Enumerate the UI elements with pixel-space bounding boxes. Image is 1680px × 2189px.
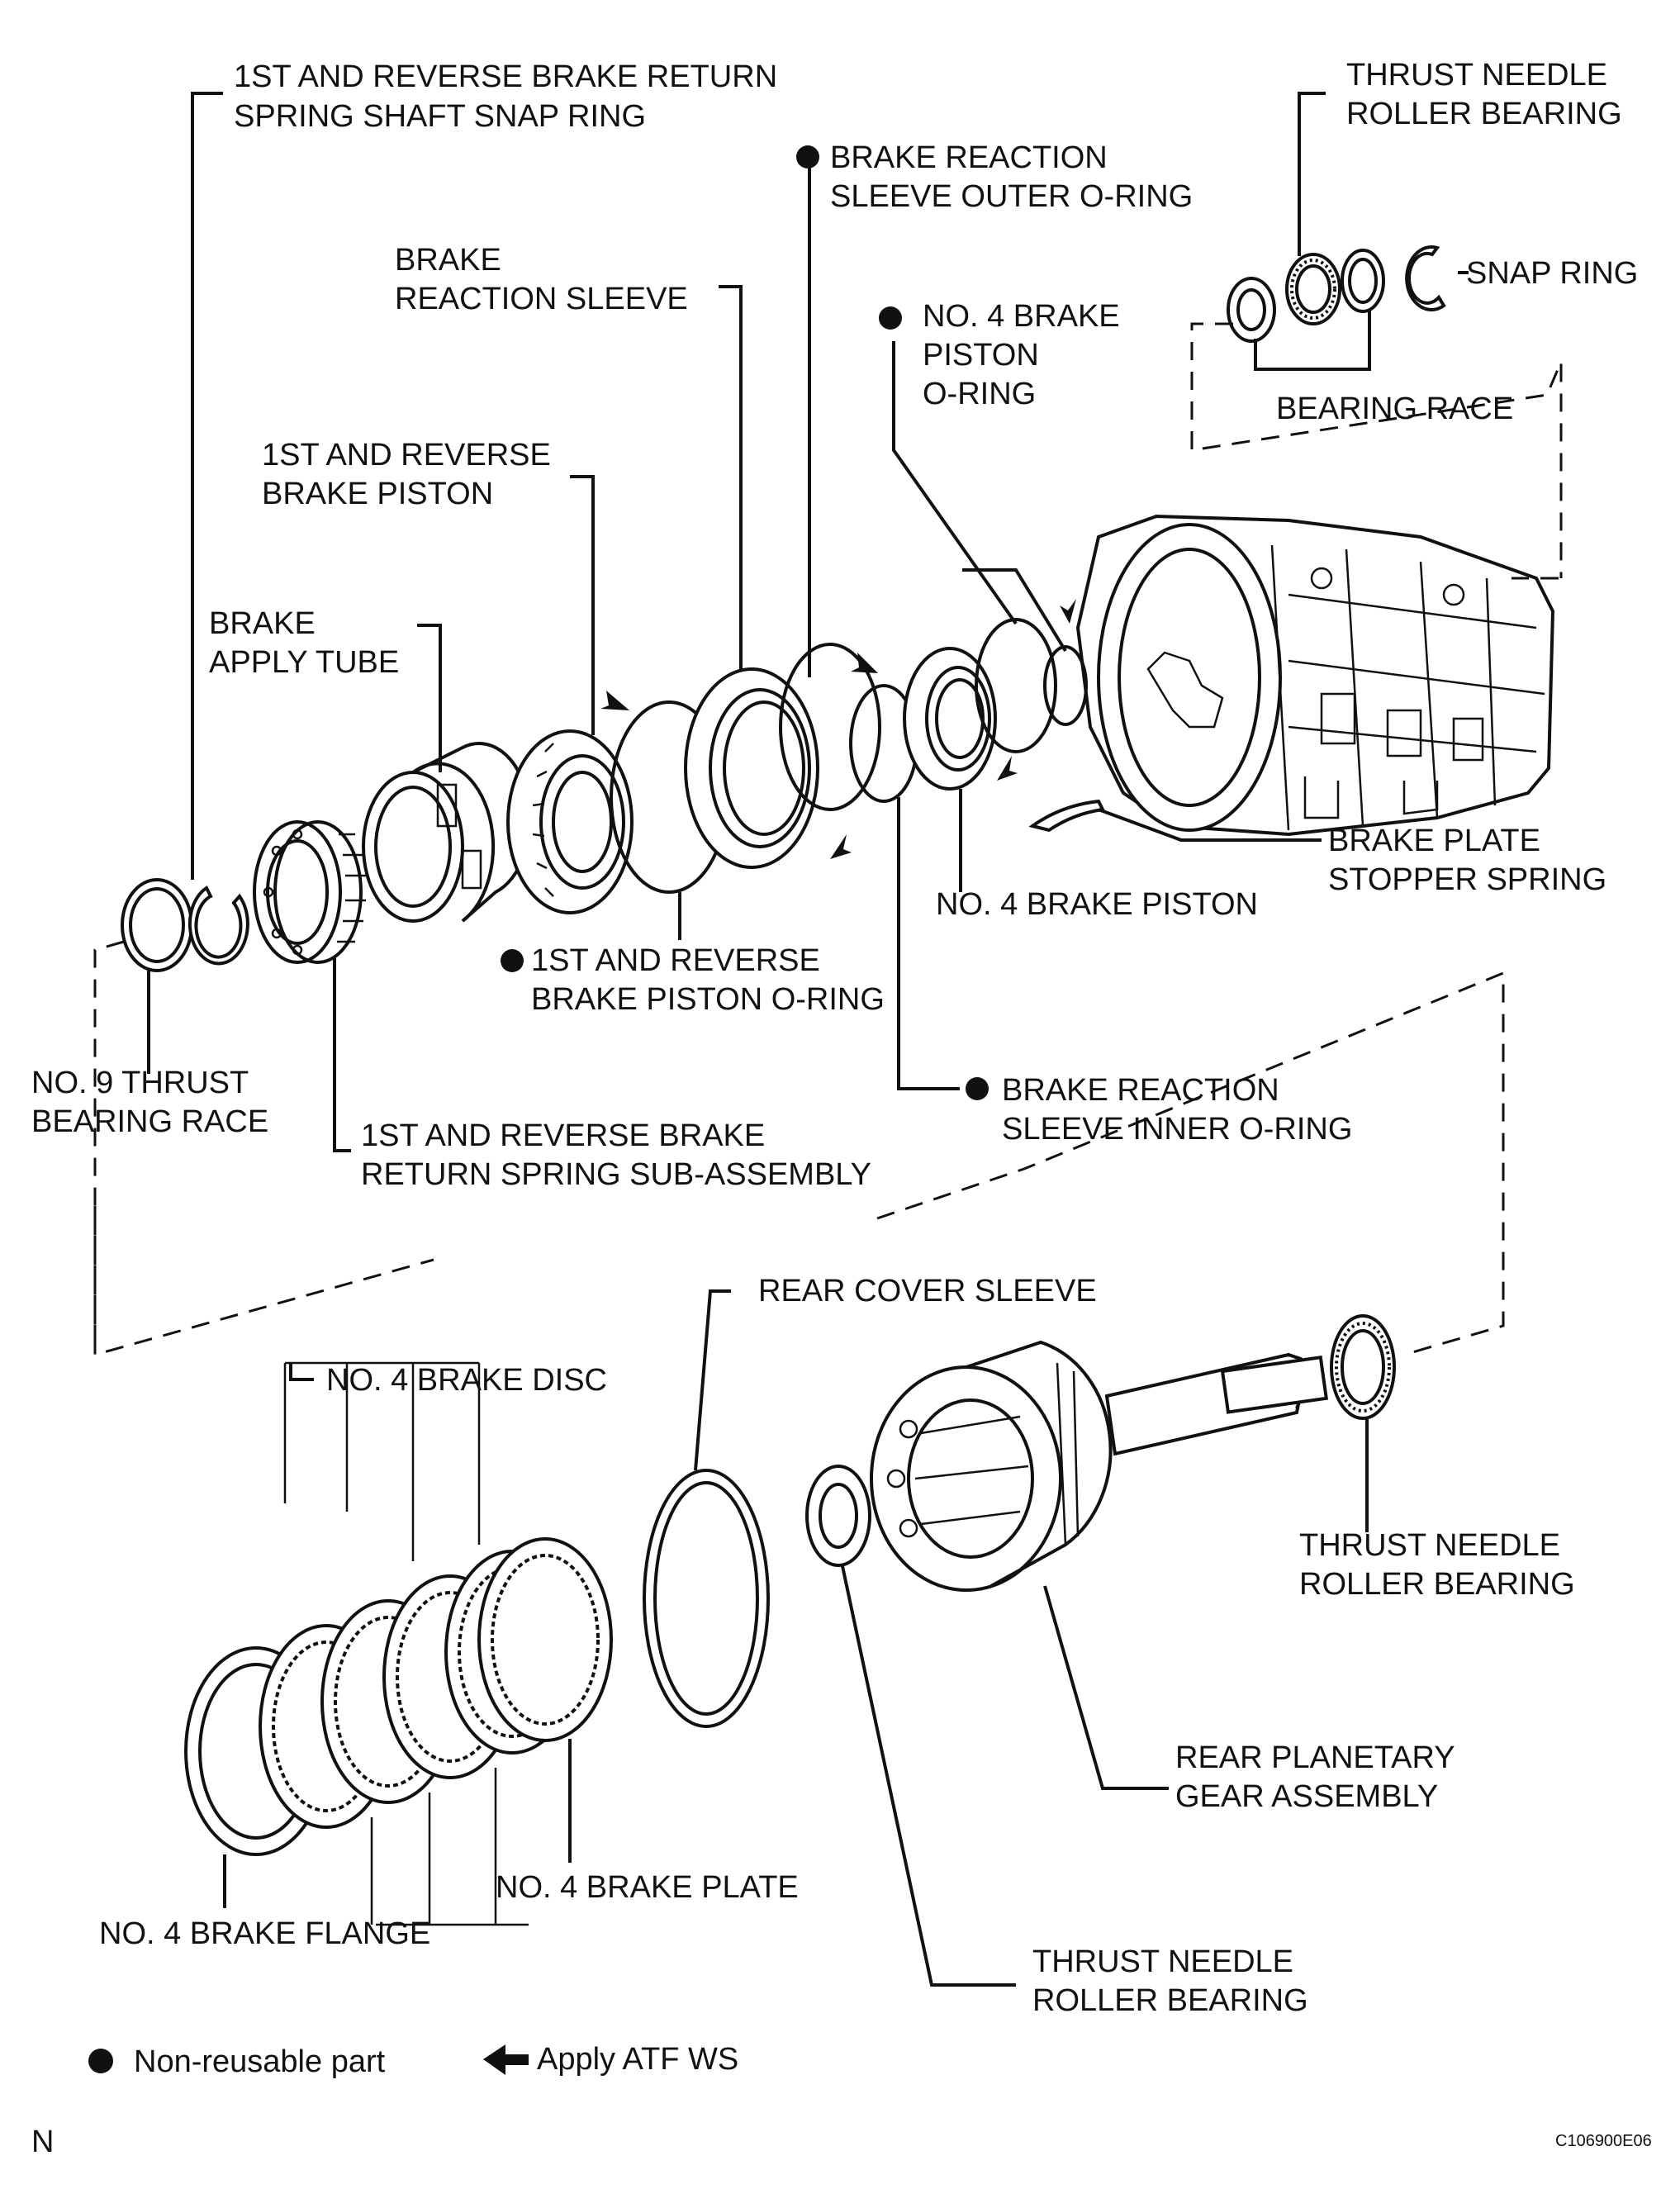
- label-return-spring: 1ST AND REVERSE BRAKE RETURN SPRING SUB-…: [361, 1118, 871, 1192]
- label-stopper-spring: BRAKE PLATE STOPPER SPRING: [1328, 824, 1606, 897]
- rear-planetary-gear-drawing: [870, 1340, 1329, 1592]
- label-planetary: REAR PLANETARY GEAR ASSEMBLY: [1175, 1740, 1463, 1814]
- no4-piston-oring-drawing-a: [975, 618, 1057, 753]
- legend-non-reusable: Non-reusable part: [134, 2044, 386, 2079]
- label-no4-piston-oring: NO. 4 BRAKE PISTON O-RING: [923, 299, 1128, 411]
- label-snap-ring: SNAP RING: [1466, 256, 1638, 291]
- label-rear-cover-sleeve: REAR COVER SLEEVE: [758, 1274, 1097, 1308]
- label-thrust-bottom: THRUST NEEDLE ROLLER BEARING: [1032, 1944, 1308, 2018]
- no4-piston-oring-drawing-b: [1043, 645, 1088, 726]
- legend-dot-icon: [88, 2049, 113, 2073]
- label-thrust-top: THRUST NEEDLE ROLLER BEARING: [1346, 58, 1622, 131]
- return-spring-drawing: [253, 820, 366, 964]
- brake-piston-drawing: [506, 729, 634, 914]
- legend-apply-atf: Apply ATF WS: [537, 2042, 738, 2077]
- leader-lines: [147, 92, 1469, 1987]
- label-snap-ring-shaft: 1ST AND REVERSE BRAKE RETURN SPRING SHAF…: [234, 59, 786, 134]
- legend-arrow-icon: [483, 2044, 529, 2075]
- outer-oring-drawing: [779, 643, 881, 811]
- figure-code: C106900E06: [1555, 2132, 1652, 2150]
- label-no4-plate: NO. 4 BRAKE PLATE: [496, 1870, 799, 1905]
- label-brake-piston: 1ST AND REVERSE BRAKE PISTON: [262, 438, 559, 511]
- no4-brake-piston-drawing: [903, 647, 997, 791]
- label-no9-race: NO. 9 THRUST BEARING RACE: [31, 1066, 268, 1139]
- rear-cover-sleeve-drawing: [643, 1469, 770, 1728]
- brake-apply-tube-drawing: [362, 742, 532, 923]
- atf-arrow-markers: [600, 599, 1076, 859]
- no9-thrust-bearing-race-drawing: [121, 878, 193, 972]
- non-reusable-dot-inner-oring: [966, 1077, 989, 1100]
- non-reusable-dot-outer-oring: [796, 145, 819, 169]
- label-inner-oring: BRAKE REACTION SLEEVE INNER O-RING: [1002, 1073, 1352, 1147]
- label-no4-piston: NO. 4 BRAKE PISTON: [936, 887, 1258, 922]
- label-apply-tube: BRAKE APPLY TUBE: [209, 606, 399, 680]
- label-piston-oring: 1ST AND REVERSE BRAKE PISTON O-RING: [531, 943, 885, 1017]
- stopper-spring-drawing: [1028, 799, 1106, 833]
- label-reaction-sleeve: BRAKE REACTION SLEEVE: [395, 243, 688, 316]
- label-no4-flange: NO. 4 BRAKE FLANGE: [99, 1916, 430, 1951]
- corner-mark-left: N: [31, 2125, 54, 2159]
- shaft-snap-ring-drawing: [187, 886, 249, 966]
- thrust-bearing-right-drawing: [1330, 1314, 1396, 1420]
- brake-reaction-sleeve-drawing: [684, 667, 819, 869]
- label-bearing-race: BEARING RACE: [1276, 392, 1513, 426]
- dashed-outlines: [93, 322, 1563, 1356]
- non-reusable-dot-piston-oring: [501, 949, 524, 972]
- legend: Non-reusable part Apply ATF WS: [88, 2042, 738, 2079]
- parts-layer: [121, 245, 1555, 1926]
- label-thrust-right: THRUST NEEDLE ROLLER BEARING: [1299, 1528, 1575, 1602]
- part-labels: 1ST AND REVERSE BRAKE RETURN SPRING SHAF…: [31, 58, 1638, 2018]
- label-outer-oring: BRAKE REACTION SLEEVE OUTER O-RING: [830, 140, 1193, 214]
- brake-disc-pack-drawing: [184, 1361, 613, 1926]
- top-right-bearing-cluster: [1227, 245, 1446, 343]
- transmission-case-drawing: [1075, 514, 1555, 837]
- label-no4-disc: NO. 4 BRAKE DISC: [326, 1363, 607, 1398]
- non-reusable-dot-no4-piston-oring: [879, 306, 902, 330]
- thrust-bearing-bottom-drawing: [805, 1465, 871, 1567]
